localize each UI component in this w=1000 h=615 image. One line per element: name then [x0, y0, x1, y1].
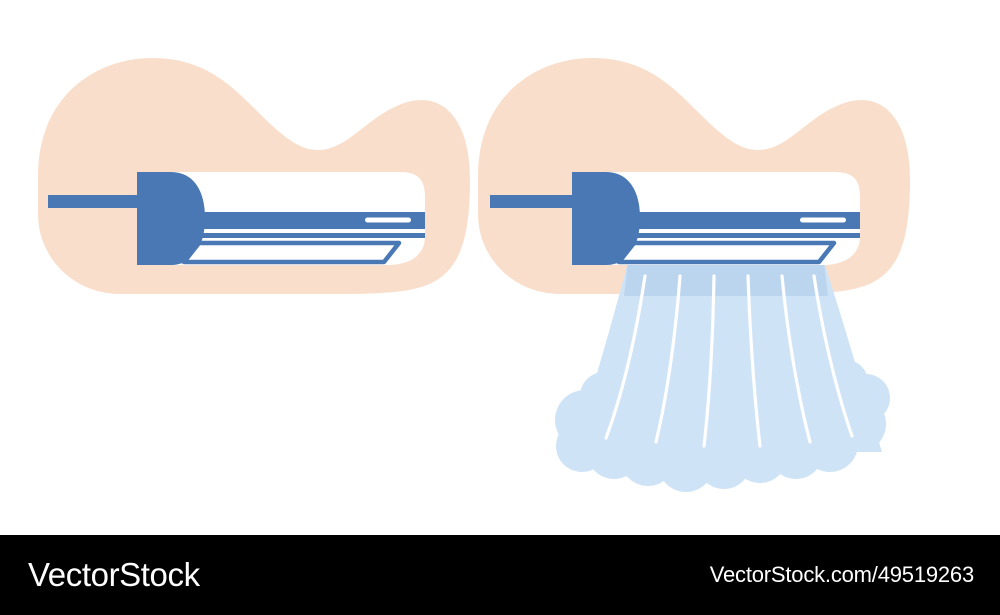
- vectorstock-url-label: VectorStock.com/49519263: [709, 562, 974, 587]
- ac-unit-on: [490, 172, 860, 265]
- vectorstock-brand-label: VectorStock: [28, 556, 200, 593]
- airflow-streaks: [604, 274, 854, 448]
- airflow-body: [572, 262, 882, 452]
- scene-ac-off: [38, 58, 470, 294]
- air-conditioner-illustration: [38, 58, 910, 492]
- wall-pipe-right: [490, 195, 586, 208]
- airflow-top-band: [624, 262, 828, 296]
- ac-unit-off: [48, 172, 425, 265]
- illustration-artboard: [38, 58, 910, 492]
- airflow-stream: [572, 262, 882, 452]
- wall-pipe-left: [48, 195, 144, 208]
- scene-ac-on: [478, 58, 910, 492]
- watermark-footer: VectorStock VectorStock.com/49519263: [0, 535, 1000, 615]
